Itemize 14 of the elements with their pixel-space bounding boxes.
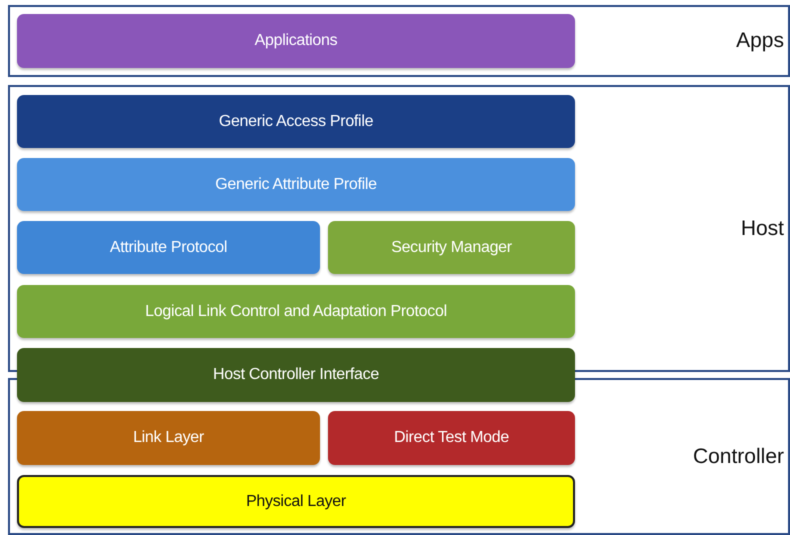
band-heading: Apps bbox=[736, 29, 784, 53]
band-heading: Controller bbox=[692, 444, 784, 468]
protocol-layer-box: Host Controller Interface bbox=[17, 348, 575, 402]
band-heading: Host bbox=[740, 216, 784, 240]
protocol-layer-box: Generic Attribute Profile bbox=[17, 158, 575, 211]
layer-band bbox=[8, 5, 790, 77]
protocol-layer-box: Logical Link Control and Adaptation Protocol bbox=[17, 285, 575, 338]
protocol-layer-box: Generic Access Profile bbox=[17, 95, 575, 148]
protocol-layer-box: Direct Test Mode bbox=[328, 411, 575, 465]
protocol-layer-box: Attribute Protocol bbox=[17, 221, 320, 274]
protocol-layer-box: Applications bbox=[17, 14, 575, 68]
protocol-layer-box: Physical Layer bbox=[17, 475, 575, 528]
protocol-layer-box: Security Manager bbox=[328, 221, 575, 274]
protocol-layer-box: Link Layer bbox=[17, 411, 320, 465]
